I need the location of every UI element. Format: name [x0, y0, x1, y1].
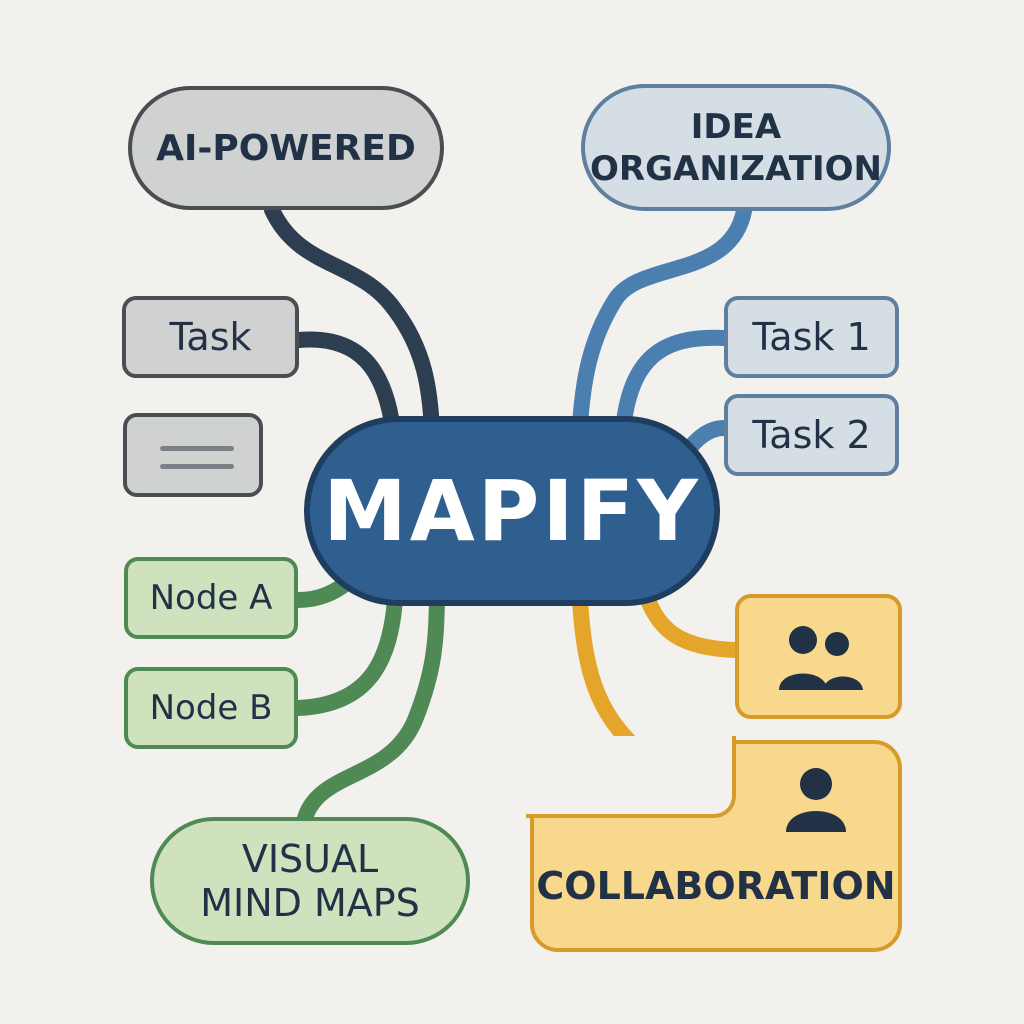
idea-organization-line1: IDEA	[690, 106, 782, 147]
connector-visual-mind-maps	[297, 592, 445, 826]
node-a[interactable]: Node A	[124, 557, 298, 639]
group-node[interactable]	[735, 594, 902, 719]
node-b-label: Node B	[149, 688, 273, 728]
user-icon	[786, 768, 846, 832]
ai-powered-label: AI-POWERED	[156, 127, 416, 169]
menu-node[interactable]	[123, 413, 263, 497]
collaboration-label: COLLABORATION	[536, 864, 896, 908]
collaboration-notch	[526, 736, 736, 818]
visual-mind-maps-line2: MIND MAPS	[200, 881, 420, 925]
node-a-label: Node A	[149, 578, 273, 618]
menu-icon-bar-top	[160, 446, 234, 451]
task-label: Task	[169, 315, 252, 359]
connector-ai-powered	[264, 202, 440, 438]
connector-node-b	[290, 592, 403, 716]
visual-mind-maps-line1: VISUAL	[241, 837, 379, 881]
task-2-label: Task 2	[752, 413, 871, 457]
task-1-label: Task 1	[752, 315, 871, 359]
mapify-center-node[interactable]: MAPIFY	[304, 416, 720, 606]
connector-idea-organization	[572, 203, 752, 433]
connector-task-1	[615, 329, 732, 438]
node-b[interactable]: Node B	[124, 667, 298, 749]
ai-powered-node[interactable]: AI-POWERED	[128, 86, 444, 210]
mapify-title: MAPIFY	[323, 462, 701, 560]
connector-group	[640, 592, 743, 658]
connector-task	[291, 331, 401, 438]
task-node[interactable]: Task	[122, 296, 299, 378]
group-users-icon	[779, 626, 863, 690]
menu-icon-bar-bottom	[160, 464, 234, 469]
task-1-node[interactable]: Task 1	[724, 296, 899, 378]
idea-organization-line2: ORGANIZATION	[590, 148, 882, 189]
idea-organization-node[interactable]: IDEA ORGANIZATION	[581, 84, 891, 211]
visual-mind-maps-node[interactable]: VISUAL MIND MAPS	[150, 817, 470, 945]
task-2-node[interactable]: Task 2	[724, 394, 899, 476]
